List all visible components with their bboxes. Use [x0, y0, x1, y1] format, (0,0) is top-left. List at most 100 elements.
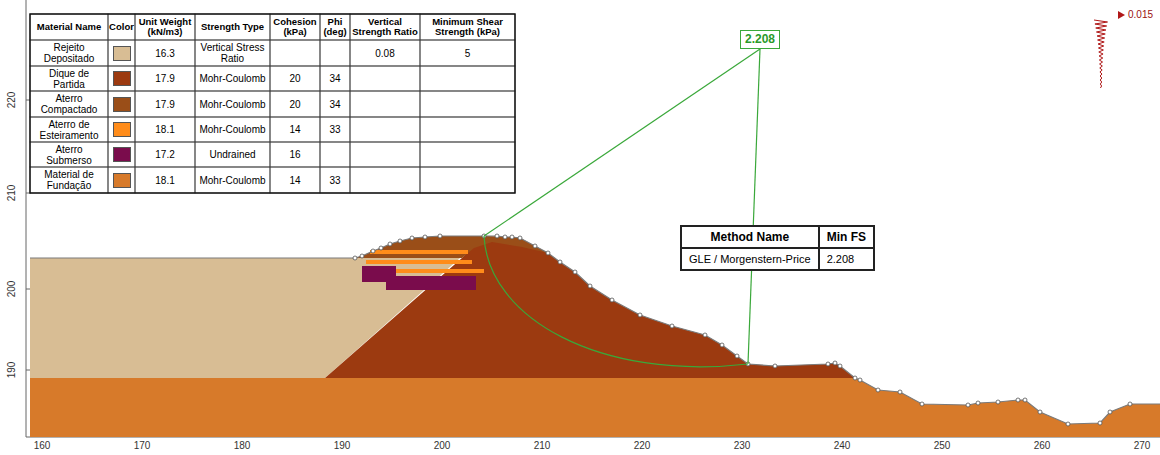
material-table-grid [135, 40, 195, 66]
slip-surface [748, 49, 760, 364]
slip-surface [484, 49, 760, 367]
color-swatch [113, 46, 131, 61]
axis-tick-label: 180 [230, 440, 254, 452]
axis-tick-label: 190 [6, 358, 18, 382]
ground-surface [410, 236, 414, 240]
material-table-grid [195, 14, 270, 40]
table-cell: 20 [270, 91, 320, 117]
table-cell: 14 [270, 167, 320, 193]
material-table-grid [420, 117, 515, 142]
table-cell: 34 [320, 91, 350, 117]
material-table-grid [320, 142, 350, 167]
material-table-grid [270, 66, 320, 91]
factor-of-safety-box: 2.208 [740, 30, 780, 49]
ground-surface [379, 246, 383, 250]
material-table-grid [270, 91, 320, 117]
material-table-grid [195, 142, 270, 167]
material-table-grid [270, 167, 320, 193]
material-table-grid [420, 14, 515, 40]
material-table-grid [420, 142, 515, 167]
ground-surface [1066, 422, 1070, 426]
material-table-grid [135, 167, 195, 193]
ground-surface [573, 270, 577, 274]
material-table-grid [30, 142, 108, 167]
ground-surface [371, 249, 375, 253]
axis-tick-label: 260 [1030, 440, 1054, 452]
ground-surface [353, 256, 357, 260]
color-swatch [113, 71, 131, 86]
ground-surface [638, 313, 642, 317]
material-table-grid [420, 91, 515, 117]
color-swatch [113, 97, 131, 112]
ground-surface [558, 260, 562, 264]
material-zones [30, 236, 1160, 437]
material-name: Aterro Submerso [30, 142, 108, 167]
material-table-grid [350, 117, 420, 142]
seismic-coefficient: 0.015 [1128, 9, 1153, 21]
material-table-grid [195, 117, 270, 142]
material-table-grid [108, 66, 135, 91]
material-table-grid [30, 91, 108, 117]
material-table-grid [108, 117, 135, 142]
material-table-grid [320, 91, 350, 117]
table-cell: Undrained [195, 142, 270, 167]
axis-tick-label: 160 [30, 440, 54, 452]
material-table-grid [108, 40, 135, 66]
material-table-grid [320, 117, 350, 142]
ground-surface [703, 333, 707, 337]
blanket-layer [366, 260, 472, 264]
color-swatch [113, 173, 131, 188]
ground-surface [858, 378, 862, 382]
submerged-fill [386, 276, 476, 290]
axis-lines [26, 0, 27, 437]
ground-surface [438, 234, 442, 238]
color-swatch [113, 147, 131, 162]
material-table-grid [350, 66, 420, 91]
material-table-grid [108, 167, 135, 193]
table-header: Unit Weight (kN/m3) [135, 14, 195, 40]
material-table-grid [350, 14, 420, 40]
material-table-grid [135, 142, 195, 167]
material-table-grid [320, 167, 350, 193]
material-table-grid [320, 40, 350, 66]
material-name: Material de Fundação [30, 167, 108, 193]
material-table-grid [108, 91, 135, 117]
axis-tick-label: 220 [630, 440, 654, 452]
material-table-grid [30, 66, 108, 91]
table-header: Cohesion (kPa) [270, 14, 320, 40]
ground-surface [503, 235, 507, 239]
table-cell: 5 [420, 40, 515, 66]
ground-surface [898, 390, 902, 394]
foundation-zone [30, 378, 1160, 437]
material-table-grid [420, 167, 515, 193]
ground-surface [876, 388, 880, 392]
method-table: Method NameMin FSGLE / Morgenstern-Price… [680, 225, 875, 271]
table-cell: 33 [320, 167, 350, 193]
ground-surface [1108, 410, 1112, 414]
material-name: Aterro Compactado [30, 91, 108, 117]
material-table-grid [270, 40, 320, 66]
material-table-grid [350, 142, 420, 167]
material-table-grid [135, 66, 195, 91]
material-table-grid [195, 66, 270, 91]
table-header: Material Name [30, 14, 108, 40]
material-table-grid [320, 14, 350, 40]
material-table-grid [320, 66, 350, 91]
table-cell: 2.208 [819, 248, 874, 270]
material-table-grid [270, 117, 320, 142]
ground-surface [853, 376, 857, 380]
table-header: Phi (deg) [320, 14, 350, 40]
axis-tick-label: 250 [930, 440, 954, 452]
ground-surface [833, 361, 837, 365]
material-name: Rejeito Depositado [30, 40, 108, 66]
ground-surface [533, 244, 537, 248]
material-table-grid [420, 40, 515, 66]
material-table-grid [108, 14, 135, 40]
ground-surface [1128, 402, 1132, 406]
material-table-grid [30, 14, 515, 193]
material-table-grid [195, 40, 270, 66]
table-cell: Vertical Stress Ratio [195, 40, 270, 66]
ground-surface [398, 239, 402, 243]
